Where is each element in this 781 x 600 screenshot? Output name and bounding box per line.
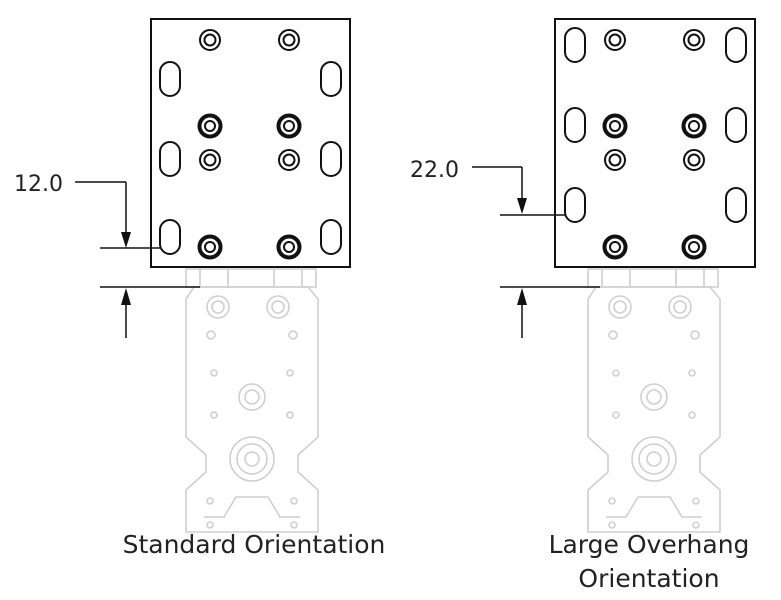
plate-holes	[159, 29, 342, 260]
view-caption-line-1: Large Overhang	[549, 530, 750, 559]
large-overhang-orientation-view: 22.0 Large Overhang Orientation	[410, 18, 756, 593]
dimension-arrow-up	[517, 288, 527, 305]
view-caption: Standard Orientation	[123, 530, 386, 559]
view-caption-line-2: Orientation	[578, 564, 719, 593]
dimension-arrow-down	[121, 232, 131, 248]
dimension-lines	[472, 166, 600, 338]
ghost-extrusion-mount	[185, 268, 319, 533]
dimension-label: 22.0	[410, 158, 459, 183]
mounting-plate	[150, 18, 351, 268]
dimension-arrow-up	[121, 288, 131, 305]
standard-orientation-view: 12.0 Standard Orientation	[14, 18, 386, 559]
dimension-lines	[75, 181, 200, 338]
ghost-extrusion-mount	[587, 268, 721, 533]
mounting-plate	[554, 18, 756, 268]
dimension-arrow-down	[517, 198, 527, 214]
dimension-label: 12.0	[14, 172, 63, 197]
plate-holes	[564, 27, 747, 260]
